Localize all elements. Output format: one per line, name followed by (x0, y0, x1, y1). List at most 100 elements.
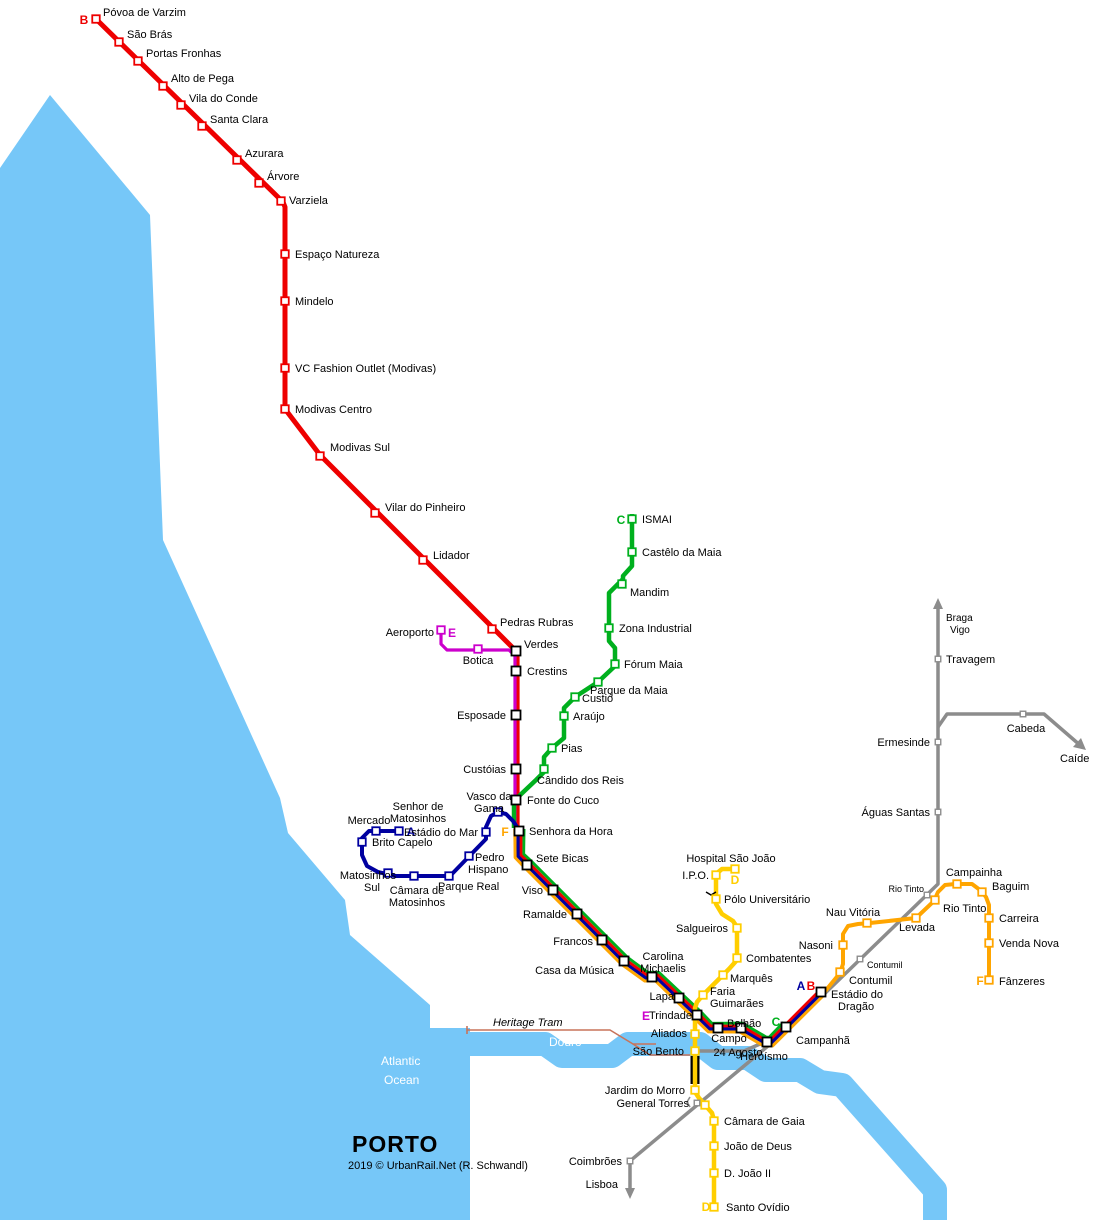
station-combatentes (732, 953, 742, 963)
map-label-viso: Viso (522, 885, 543, 897)
map-label-cabeda: Cabeda (1007, 723, 1046, 735)
map-label-24-agosto: 24 Agosto (714, 1047, 763, 1059)
map-label-sete-bicas: Sete Bicas (536, 853, 589, 865)
map-label-a: A (797, 979, 806, 993)
station-mindelo (280, 296, 290, 306)
station-rio-tinto-metro (930, 895, 940, 905)
map-label-jardim-do-morro: Jardim do Morro (605, 1085, 685, 1097)
map-label-lapa: Lapa (650, 991, 675, 1003)
station-custio (570, 692, 580, 702)
map-label-zona-industrial: Zona Industrial (619, 623, 692, 635)
map-copyright: 2019 © UrbanRail.Net (R. Schwandl) (348, 1160, 528, 1172)
station-fanzeres (984, 975, 994, 985)
map-label-f: F (501, 825, 508, 839)
station-levada (911, 913, 921, 923)
map-label-combatentes: Combatentes (746, 953, 812, 965)
map-label-ismai: ISMAI (642, 514, 672, 526)
station-vila-do-conde (176, 100, 186, 110)
map-label-francos: Francos (553, 936, 593, 948)
map-label-ermesinde: Ermesinde (877, 737, 930, 749)
map-label-est-dio-do: Estádio do (831, 989, 883, 1001)
atlantic-ocean (0, 95, 470, 1220)
map-label-general-torres: General Torres (616, 1098, 689, 1110)
map-label-modivas-sul: Modivas Sul (330, 442, 390, 454)
map-label-f-rum-maia: Fórum Maia (624, 659, 684, 671)
map-label-parque-real: Parque Real (438, 881, 499, 893)
map-label-hispano: Hispano (468, 864, 508, 876)
map-label-vc-fashion-outlet-modivas-: VC Fashion Outlet (Modivas) (295, 363, 436, 375)
station-casa-da-musica (618, 955, 630, 967)
map-label-rio-tinto: Rio Tinto (888, 884, 924, 894)
station-vilar-do-pinheiro (370, 508, 380, 518)
station-contumil-metro (835, 967, 845, 977)
map-label-b: B (807, 979, 816, 993)
map-label-s-o-bento: São Bento (633, 1046, 684, 1058)
station-pias (547, 743, 557, 753)
map-label-ramalde: Ramalde (523, 909, 567, 921)
map-label-braga: Braga (946, 613, 973, 624)
map-label-crestins: Crestins (527, 666, 568, 678)
douro-river (432, 1032, 947, 1220)
map-label-senhora-da-hora: Senhora da Hora (529, 826, 614, 838)
map-label-contumil: Contumil (849, 975, 892, 987)
map-label-michaelis: Michaelis (640, 963, 686, 975)
station-sao-bras (114, 37, 124, 47)
station-pedro-hispano (464, 851, 474, 861)
map-label-lisboa: Lisboa (586, 1179, 619, 1191)
station-aguas-santas (934, 808, 942, 816)
map-label-espa-o-natureza: Espaço Natureza (295, 249, 380, 261)
map-label-custi-: Custió (582, 693, 613, 705)
station-lidador (418, 555, 428, 565)
polo-ipo-link-mark-line (705, 891, 717, 896)
station-brito-capelo (357, 837, 367, 847)
station-botica (473, 644, 483, 654)
station-estadio-do-mar (481, 827, 491, 837)
station-baguim (977, 887, 987, 897)
map-label-heritage-tram: Heritage Tram (493, 1017, 562, 1029)
map-label-atlantic: Atlantic (381, 1054, 420, 1068)
map-label-vigo: Vigo (950, 625, 970, 636)
map-label-travagem: Travagem (946, 654, 995, 666)
station-jardim-do-morro (690, 1085, 700, 1095)
station-mandim (617, 579, 627, 589)
map-label-campainha: Campainha (946, 867, 1003, 879)
map-label-venda-nova: Venda Nova (999, 938, 1060, 950)
station-portas-fronhas (133, 56, 143, 66)
map-label-pedro: Pedro (475, 852, 504, 864)
station-sete-bicas (521, 859, 533, 871)
map-label-est-dio-do-mar: Estádio do Mar (404, 827, 478, 839)
station-d-joao-ii (709, 1168, 719, 1178)
map-label-f: F (976, 974, 983, 988)
station-verdes (510, 645, 522, 657)
map-label-c-mara-de: Câmara de (390, 885, 444, 897)
arrow-caide (1073, 738, 1086, 750)
map-label-baguim: Baguim (992, 881, 1029, 893)
station-espaco-natureza (280, 249, 290, 259)
station-parque-da-maia (593, 677, 603, 687)
station-general-torres (700, 1100, 710, 1110)
station-matosinhos-sul (383, 868, 393, 878)
station-esposade (510, 709, 522, 721)
map-label-s-o-br-s: São Brás (127, 29, 173, 41)
map-label-matosinhos: Matosinhos (340, 870, 397, 882)
map-label-faria: Faria (710, 986, 736, 998)
map-label-modivas-centro: Modivas Centro (295, 404, 372, 416)
map-label-mindelo: Mindelo (295, 296, 334, 308)
map-label-varziela: Varziela (289, 195, 329, 207)
map-label-rio-tinto: Rio Tinto (943, 903, 986, 915)
map-label-drag-o: Dragão (838, 1001, 874, 1013)
map-label-e: E (642, 1009, 650, 1023)
map-label-verdes: Verdes (524, 639, 559, 651)
station-santa-clara (197, 121, 207, 131)
station-ramalde (571, 908, 583, 920)
map-label-portas-fronhas: Portas Fronhas (146, 48, 222, 60)
map-label-carolina: Carolina (643, 951, 685, 963)
map-label-nau-vit-ria: Nau Vitória (826, 907, 881, 919)
station-ipo (711, 870, 721, 880)
map-label-bolh-o: Bolhão (727, 1018, 761, 1030)
map-label-santo-ov-dio: Santo Ovídio (726, 1202, 790, 1214)
station-aeroporto (436, 625, 446, 635)
map-label-ara-jo: Araújo (573, 711, 605, 723)
map-label-vasco-da: Vasco da (466, 791, 512, 803)
station-vasco-da-gama (493, 807, 503, 817)
